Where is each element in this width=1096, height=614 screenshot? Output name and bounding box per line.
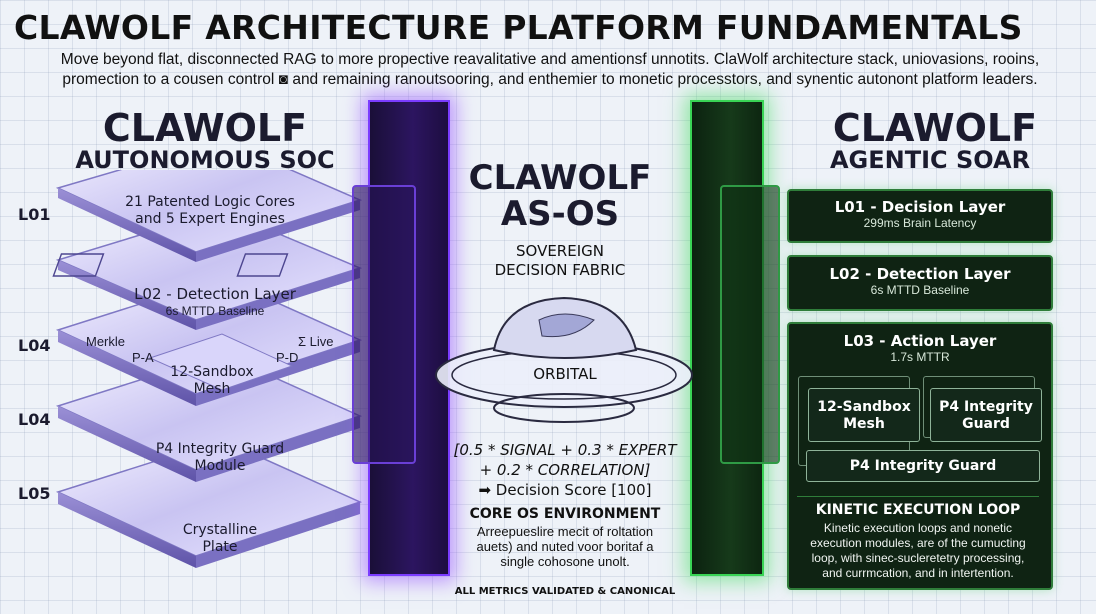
soar-card-l02-title: L02 - Detection Layer	[829, 265, 1011, 283]
plate-4-line-1: P4 Integrity Guard	[155, 441, 285, 457]
kinetic-divider	[797, 496, 1039, 497]
decision-fabric-label: SOVEREIGN DECISION FABRIC	[460, 242, 660, 280]
live-label: Σ Live	[298, 334, 334, 349]
purple-connector	[352, 185, 416, 464]
mini-mesh-line-2: Mesh	[843, 416, 885, 432]
plate-5-text: Crystalline Plate	[120, 522, 320, 556]
mini-mesh-line-1: 12-Sandbox	[817, 399, 911, 415]
plate-5-line-1: Crystalline	[182, 522, 258, 538]
formula-line-3: ➡ Decision Score [100]	[478, 481, 652, 499]
metrics-footer: ALL METRICS VALIDATED & CANONICAL	[454, 586, 676, 597]
mesh-text: 12-Sandbox Mesh	[152, 364, 272, 398]
subtitle-line-2: promection to a cousen control ◙ and rem…	[62, 71, 1038, 88]
kinetic-text: Kinetic execution loops and nonetic exec…	[787, 521, 1049, 581]
kinetic-section: KINETIC EXECUTION LOOP Kinetic execution…	[787, 502, 1049, 581]
layer-label-l01: L01	[18, 205, 51, 224]
soar-card-l03-title: L03 - Action Layer	[843, 332, 997, 350]
fabric-line-1: SOVEREIGN	[516, 242, 604, 260]
env-description: Arreepueslire mecit of roltation auets) …	[440, 524, 690, 569]
soar-title: CLAWOLF	[832, 106, 1038, 150]
mini-card-p4: P4 Integrity Guard	[930, 388, 1042, 442]
plate-1-line-1: 21 Patented Logic Cores	[125, 194, 295, 210]
kinetic-line-1: Kinetic execution loops and nonetic	[823, 521, 1013, 535]
formula-line-2: + 0.2 * CORRELATION]	[479, 461, 651, 479]
soc-title: CLAWOLF	[102, 106, 308, 150]
env-title: CORE OS ENVIRONMENT	[469, 506, 661, 522]
kinetic-line-4: and currmcation, and in intertention.	[822, 566, 1014, 580]
plate-2-title: L02 - Detection Layer	[134, 285, 296, 303]
orbital-label: ORBITAL	[533, 365, 597, 383]
plate-2-sub: 6s MTTD Baseline	[165, 304, 265, 318]
page-title: CLAWOLF ARCHITECTURE PLATFORM FUNDAMENTA…	[14, 8, 1023, 47]
soar-card-l01-sub: 299ms Brain Latency	[863, 216, 977, 230]
shield-icon	[236, 253, 289, 277]
formula-line-1: [0.5 * SIGNAL + 0.3 * EXPERT	[453, 441, 677, 459]
mesh-line-2: Mesh	[193, 381, 231, 397]
layer-label-l04a: L04	[18, 336, 51, 355]
plate-1-text: 21 Patented Logic Cores and 5 Expert Eng…	[110, 194, 310, 228]
soc-plate-stack	[52, 170, 363, 568]
soar-card-l02: L02 - Detection Layer 6s MTTD Baseline	[787, 255, 1053, 311]
layer-label-l05: L05	[18, 484, 51, 503]
formula: [0.5 * SIGNAL + 0.3 * EXPERT + 0.2 * COR…	[430, 440, 700, 500]
env-line-1: Arreepueslire mecit of roltation	[476, 524, 654, 539]
merkle-label: Merkle	[86, 334, 126, 349]
asos-title-line-2: AS-OS	[500, 194, 620, 234]
soar-subtitle: AGENTIC SOAR	[829, 146, 1031, 174]
mini-p4-line-2: Guard	[962, 416, 1010, 432]
kinetic-line-2: execution modules, are of the cumucting	[810, 536, 1026, 550]
plate-1-line-2: and 5 Expert Engines	[135, 211, 285, 227]
chip-icon	[52, 253, 105, 277]
soar-card-l01: L01 - Decision Layer 299ms Brain Latency	[787, 189, 1053, 243]
mesh-line-1: 12-Sandbox	[170, 364, 254, 380]
kinetic-title: KINETIC EXECUTION LOOP	[815, 502, 1021, 518]
green-connector	[720, 185, 780, 464]
soar-card-l02-sub: 6s MTTD Baseline	[870, 283, 970, 297]
env-line-2: auets) and nuted voor boritaf a	[476, 539, 654, 554]
subtitle-line-1: Move beyond flat, disconnected RAG to mo…	[60, 51, 1040, 68]
plate-4-text: P4 Integrity Guard Module	[120, 441, 320, 475]
p4-guard-bar: P4 Integrity Guard	[806, 450, 1040, 482]
soar-card-l03-sub: 1.7s MTTR	[890, 350, 950, 364]
plate-4-line-2: Module	[194, 458, 246, 474]
asos-title-line-1: CLAWOLF	[468, 158, 652, 198]
plate-5	[55, 439, 363, 568]
pa-label: P-A	[132, 350, 154, 365]
plate-2-text: L02 - Detection Layer 6s MTTD Baseline	[110, 286, 320, 320]
fabric-line-2: DECISION FABRIC	[494, 261, 626, 279]
layer-label-l04b: L04	[18, 410, 51, 429]
plate-4	[55, 353, 363, 482]
kinetic-line-3: loop, with sinec-sucleretetry processing…	[811, 551, 1025, 565]
mini-card-mesh: 12-Sandbox Mesh	[808, 388, 920, 442]
orbital-icon	[435, 296, 693, 423]
env-line-3: single cohosone unolt.	[500, 554, 630, 569]
mini-p4-line-1: P4 Integrity	[939, 399, 1033, 415]
plate-5-line-2: Plate	[202, 539, 238, 555]
soar-card-l01-title: L01 - Decision Layer	[834, 198, 1006, 216]
page-subtitle: Move beyond flat, disconnected RAG to mo…	[10, 50, 1090, 90]
plate-2	[52, 209, 363, 330]
pd-label: P-D	[276, 350, 299, 365]
